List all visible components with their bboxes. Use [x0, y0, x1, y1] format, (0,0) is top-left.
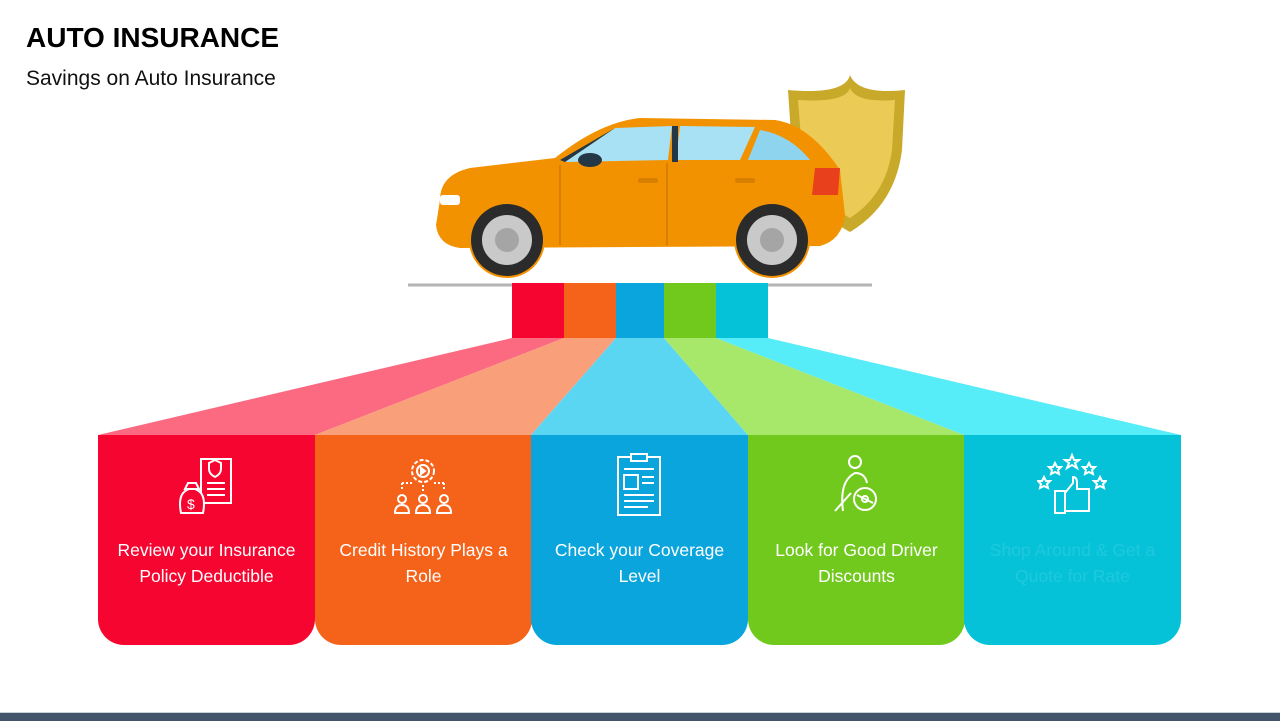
- thumbs-up-stars-icon: [1037, 453, 1107, 514]
- clipboard-icon: [617, 453, 661, 516]
- car-icon: [436, 118, 845, 278]
- card-good-driver: Look for Good Driver Discounts: [748, 435, 965, 645]
- fan-blue: [531, 338, 748, 435]
- card-label: Check your Coverage Level: [554, 540, 725, 586]
- gear-people-icon: [393, 459, 453, 514]
- card-deductible: $ Review your Insurance Policy Deductibl…: [98, 435, 315, 645]
- card-shop-around: Shop Around & Get a Quote for Rate: [964, 435, 1181, 645]
- card-label: Credit History Plays a Role: [339, 540, 508, 586]
- card-label: Look for Good Driver Discounts: [775, 540, 938, 586]
- money-bag-document-icon: $: [179, 458, 232, 514]
- svg-text:$: $: [187, 496, 195, 512]
- bar-orange: [564, 283, 616, 338]
- fan-red: [98, 338, 564, 435]
- fan-cyan: [716, 338, 1181, 435]
- bar-blue: [616, 283, 664, 338]
- fan-orange: [315, 338, 616, 435]
- card-label: Shop Around & Get a Quote for Rate: [989, 540, 1156, 586]
- bar-red: [512, 283, 564, 338]
- card-label: Review your Insurance Policy Deductible: [117, 540, 296, 586]
- bar-green: [664, 283, 716, 338]
- card-coverage: Check your Coverage Level: [531, 435, 748, 645]
- page-subtitle: Savings on Auto Insurance: [26, 67, 276, 90]
- bar-cyan: [716, 283, 768, 338]
- footer-bar: [0, 712, 1280, 721]
- page-title: AUTO INSURANCE: [26, 22, 280, 53]
- card-credit-history: Credit History Plays a Role: [315, 435, 532, 645]
- driver-steering-icon: [834, 455, 877, 512]
- fan-green: [664, 338, 964, 435]
